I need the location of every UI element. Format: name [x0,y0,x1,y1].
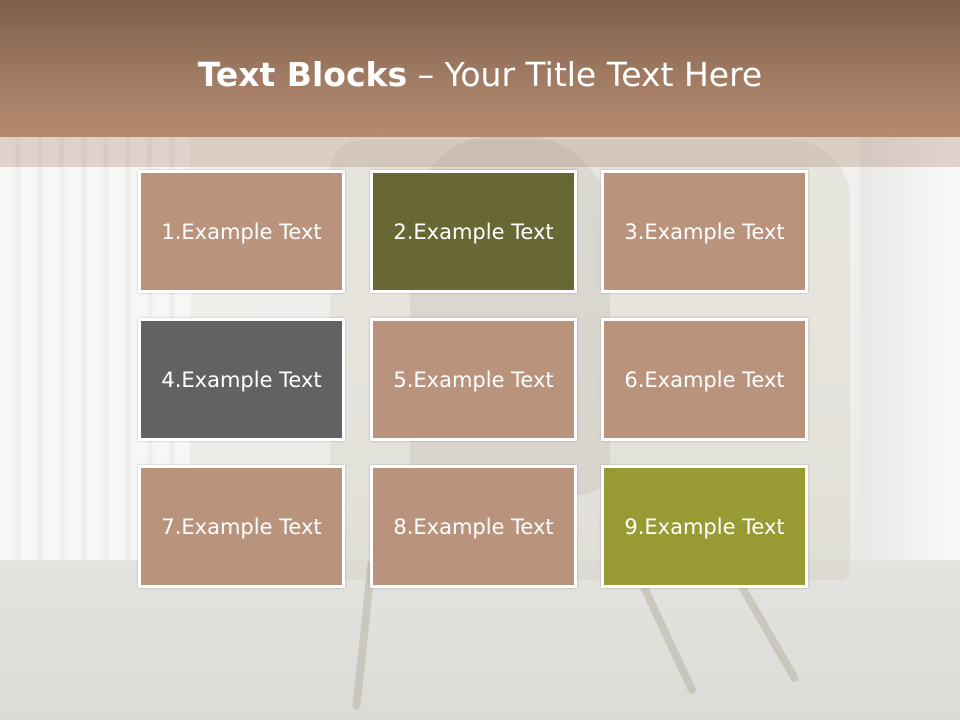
text-block-label: 6.Example Text [624,367,785,392]
text-block-7[interactable]: 7.Example Text [138,465,345,588]
text-block-label: 8.Example Text [393,514,554,539]
text-block-2[interactable]: 2.Example Text [370,170,577,293]
text-block-5[interactable]: 5.Example Text [370,318,577,441]
title-bold-part: Text Blocks [197,55,408,94]
slide-title[interactable]: Text Blocks – Your Title Text Here [0,50,960,100]
text-block-4[interactable]: 4.Example Text [138,318,345,441]
title-bar-strip [0,137,960,167]
text-block-3[interactable]: 3.Example Text [601,170,808,293]
text-block-label: 9.Example Text [624,514,785,539]
text-block-label: 2.Example Text [393,219,554,244]
text-block-1[interactable]: 1.Example Text [138,170,345,293]
title-rest: Your Title Text Here [444,55,763,94]
text-block-label: 4.Example Text [161,367,322,392]
text-block-6[interactable]: 6.Example Text [601,318,808,441]
text-blocks-grid: 1.Example Text 2.Example Text 3.Example … [138,170,815,593]
text-block-label: 1.Example Text [161,219,322,244]
title-bar [0,0,960,137]
text-block-label: 3.Example Text [624,219,785,244]
text-block-9[interactable]: 9.Example Text [601,465,808,588]
text-block-8[interactable]: 8.Example Text [370,465,577,588]
title-dash: – [407,55,445,94]
text-block-label: 7.Example Text [161,514,322,539]
text-block-label: 5.Example Text [393,367,554,392]
